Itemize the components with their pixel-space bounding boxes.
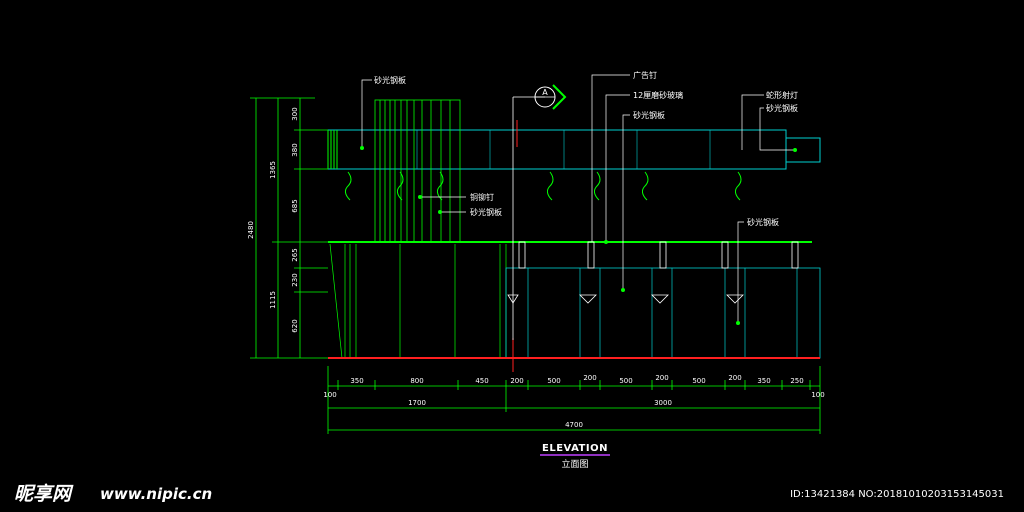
snake-lamps xyxy=(344,171,742,201)
label-snake-light: 蛇形射灯 xyxy=(766,90,798,100)
dim-total-height: 2480 xyxy=(247,221,255,239)
label-sand-steel-mid: 砂光钢板 xyxy=(633,110,665,120)
dim-h-9: 200 xyxy=(728,374,741,382)
dim-h-11: 250 xyxy=(790,377,803,385)
dim-row-1: 350 800 450 200 500 200 500 200 500 200 … xyxy=(350,374,803,385)
dim-row2-right: 3000 xyxy=(654,399,672,407)
watermark-id: ID:13421384 NO:20181010203153145031 xyxy=(790,489,1004,500)
dim-h-10: 350 xyxy=(757,377,770,385)
dim-h-7: 200 xyxy=(655,374,668,382)
dim-h-1: 800 xyxy=(410,377,423,385)
dim-620: 620 xyxy=(291,319,299,332)
dim-685: 685 xyxy=(291,199,299,212)
dim-lower-height: 1115 xyxy=(269,291,277,309)
horizontal-dimension-lines xyxy=(327,366,821,434)
label-sand-steel-low: 砂光钢板 xyxy=(747,217,779,227)
dim-h-8: 500 xyxy=(692,377,705,385)
central-column xyxy=(374,99,461,243)
label-sand-steel-top: 砂光钢板 xyxy=(374,75,406,85)
label-frosted-glass: 12厘磨砂玻璃 xyxy=(633,90,683,100)
drawing-subtitle: 立面图 xyxy=(561,458,588,470)
dim-row2-left: 1700 xyxy=(408,399,426,407)
dim-h-0: 350 xyxy=(350,377,363,385)
dim-h-2: 450 xyxy=(475,377,488,385)
dim-380: 380 xyxy=(291,143,299,156)
dim-upper-height: 1365 xyxy=(269,161,277,179)
label-copper-rivet: 铜铆钉 xyxy=(470,192,494,202)
upper-band xyxy=(327,129,821,170)
section-marker-label: A xyxy=(542,88,548,97)
drawing-title: ELEVATION xyxy=(542,443,608,454)
dim-total-width: 4700 xyxy=(565,421,583,429)
leader-lines xyxy=(361,74,795,323)
dim-h-3: 200 xyxy=(510,377,523,385)
counter xyxy=(328,241,821,372)
dim-h-4: 500 xyxy=(547,377,560,385)
dim-230: 230 xyxy=(291,273,299,286)
vertical-dimension-lines xyxy=(250,97,328,359)
dim-h-6: 500 xyxy=(619,377,632,385)
label-ad-nail: 广告钉 xyxy=(633,70,657,80)
dim-h-5: 200 xyxy=(583,374,596,382)
section-marker xyxy=(512,84,567,340)
dim-edge-left: 100 xyxy=(323,391,336,399)
label-sand-steel-right: 砂光钢板 xyxy=(766,103,798,113)
watermark-brand: 昵享网 xyxy=(14,483,74,505)
dim-edge-right: 100 xyxy=(811,391,824,399)
label-sand-steel-left: 砂光钢板 xyxy=(470,207,502,217)
dim-300: 300 xyxy=(291,107,299,120)
dim-265: 265 xyxy=(291,248,299,261)
watermark-url: www.nipic.cn xyxy=(100,485,212,503)
